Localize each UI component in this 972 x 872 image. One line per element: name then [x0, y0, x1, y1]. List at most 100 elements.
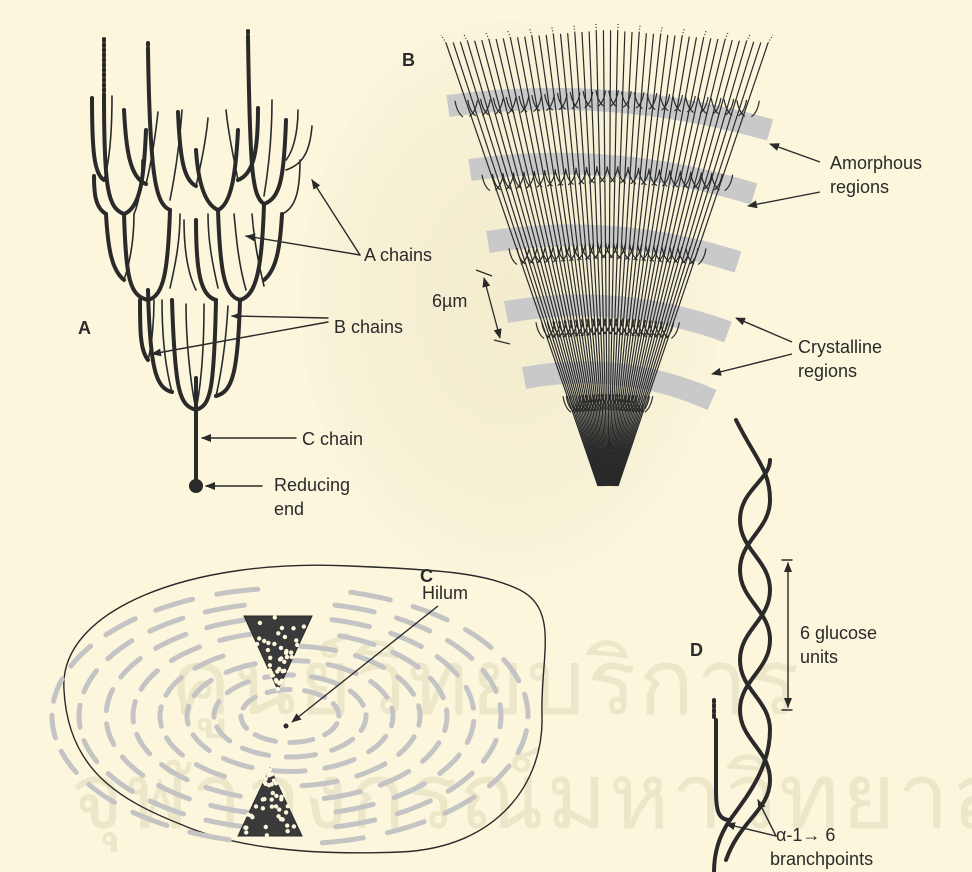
ring-segment	[448, 641, 472, 659]
fan-tip-dots	[463, 33, 467, 41]
fan-tip-dots	[725, 32, 729, 40]
blocklet-speck	[264, 782, 268, 786]
ring-segment	[220, 634, 256, 641]
fan-tip-dots	[441, 35, 446, 43]
blocklet-cluster-bottom	[238, 768, 302, 838]
ring-segment	[106, 619, 135, 635]
ring-segment	[484, 740, 497, 761]
ring-segment	[445, 710, 447, 731]
ring-segment	[391, 708, 393, 726]
glucose-label-line-1: 6 glucose	[800, 622, 877, 644]
ring-segment	[305, 691, 325, 698]
branchpoint-arrow-2	[726, 824, 776, 836]
ring-segment	[226, 664, 255, 673]
ring-segment	[156, 634, 186, 648]
blocklet-speck	[255, 642, 259, 646]
branchpoint-label-line-2: branchpoints	[770, 848, 873, 870]
ring-segment	[332, 620, 370, 627]
reducing-end-label-line-1: Reducing	[274, 474, 350, 496]
ring-segment	[52, 715, 55, 738]
blocklet-speck	[276, 687, 280, 691]
blocklet-speck	[268, 768, 272, 772]
blocklet-speck	[243, 826, 247, 830]
ring-segment	[371, 682, 387, 698]
blocklet-speck	[272, 642, 276, 646]
fan-tip-dots	[485, 32, 489, 40]
ring-segment	[150, 618, 183, 631]
panel-c-granule-section	[52, 565, 545, 853]
ring-segment	[380, 771, 408, 785]
ring-segment	[466, 687, 473, 708]
fan-tip-dots	[552, 26, 554, 34]
blocklet-speck	[276, 631, 280, 635]
ring-segment	[106, 690, 112, 711]
amorphous-arrow-2	[748, 192, 820, 206]
crystalline-arrow-2	[712, 354, 792, 374]
crystalline-arrow-1	[736, 318, 792, 342]
blocklet-speck	[285, 655, 289, 659]
fan-tip-dots	[747, 33, 751, 41]
ring-segment	[489, 766, 509, 786]
ring-segment	[272, 771, 305, 772]
ring-segment	[206, 820, 245, 827]
ring-segment	[141, 671, 157, 690]
crystalline-label-line-2: regions	[798, 360, 857, 382]
fan-branch	[509, 249, 517, 265]
fan-tip-dots	[682, 28, 684, 36]
ring-segment	[162, 765, 188, 780]
ring-segment	[108, 641, 132, 659]
ring-segment	[328, 664, 357, 673]
ring-segment	[243, 748, 269, 755]
ring-segment	[311, 677, 337, 684]
panel-label-d: D	[690, 640, 703, 661]
ring-segment	[121, 659, 141, 678]
blocklet-speck	[262, 639, 266, 643]
fan-tip-dots	[530, 28, 532, 36]
blocklet-speck	[282, 669, 286, 673]
blocklet-speck	[271, 791, 275, 795]
ring-segment	[156, 599, 193, 610]
fan-tip-dots	[507, 30, 510, 38]
ring-segment	[397, 801, 430, 814]
blocklet-speck	[280, 626, 284, 630]
ring-segment	[195, 656, 223, 668]
ring-segment	[357, 764, 385, 776]
b-chains-arrow-1	[232, 316, 328, 318]
ring-segment	[107, 724, 114, 745]
ring-segment	[150, 801, 183, 814]
ring-segment	[205, 605, 244, 612]
glucose-label-line-2: units	[800, 646, 838, 668]
ring-segment	[340, 636, 374, 645]
ring-segment	[336, 820, 375, 827]
blocklet-speck	[278, 657, 282, 661]
spacing-arrow	[484, 278, 500, 338]
ring-segment	[133, 702, 135, 723]
blocklet-speck	[270, 804, 274, 808]
blocklet-speck	[290, 655, 294, 659]
ring-segment	[332, 739, 353, 750]
ring-segment	[196, 765, 224, 777]
blocklet-speck	[275, 669, 279, 673]
ring-segment	[54, 679, 63, 701]
ring-segment	[394, 784, 424, 798]
ring-segment	[160, 707, 161, 726]
spacing-tick-bottom	[494, 340, 510, 344]
ring-segment	[255, 735, 275, 742]
blocklet-speck	[282, 660, 286, 664]
spacing-label: 6µm	[432, 290, 467, 312]
ring-segment	[322, 838, 363, 843]
blocklet-speck	[295, 643, 299, 647]
blocklet-speck	[286, 804, 290, 808]
blocklet-speck	[257, 636, 261, 640]
ring-segment	[227, 682, 248, 693]
ring-segment	[423, 743, 439, 762]
ring-segment	[243, 697, 255, 708]
ring-segment	[190, 832, 230, 840]
blocklet-speck	[283, 635, 287, 639]
blocklet-speck	[273, 615, 277, 619]
ring-segment	[207, 620, 244, 628]
amorphous-arrow-1	[770, 144, 820, 162]
ring-segment	[84, 671, 97, 692]
ring-segment	[166, 678, 181, 696]
ring-segment	[393, 652, 419, 667]
